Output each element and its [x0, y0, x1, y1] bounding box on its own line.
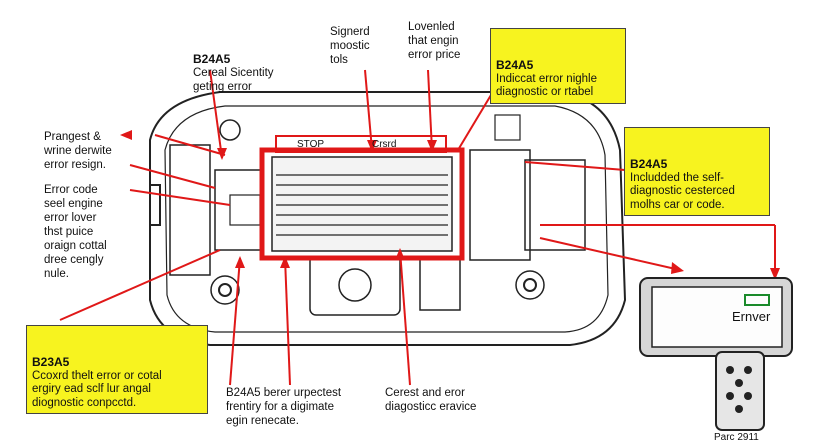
- callout-bottom-right: Cerest and eror diagosticc eravice: [385, 387, 477, 413]
- callout-code: B24A5: [496, 58, 534, 72]
- engine-block: [259, 135, 465, 261]
- part-number-label: Parc 2911: [714, 432, 759, 443]
- callout-top-mid: Signerd moostic tols: [330, 26, 370, 66]
- engine-label-stop: STOP: [297, 139, 325, 150]
- obd-scanner: [639, 277, 793, 431]
- callout-text: Cereal Sicentity geting error: [193, 67, 274, 93]
- callout-top-right: Lovenled that engin error price: [408, 21, 461, 61]
- callout-left-mid: Error code seel engine error lover thst …: [44, 184, 107, 280]
- callout-code: B24A5: [193, 52, 231, 66]
- callout-code: B23A5: [32, 355, 70, 369]
- engine-label-right: Crsrd: [372, 139, 397, 150]
- callout-text: Ccoxrd thelt error or cotal ergiry ead s…: [32, 369, 162, 409]
- callout-text: Indiccat error nighle diagnostic or rtab…: [496, 72, 597, 99]
- callout-code: B24A5: [630, 157, 668, 171]
- callout-bottom-mid: B24A5 berer urpectest frentiry for a dig…: [226, 387, 342, 427]
- callout-left-upper: Prangest & wrine derwite error resign.: [44, 131, 112, 171]
- scanner-screen-text: Ernver: [732, 309, 771, 324]
- callout-text: Includded the self- diagnostic cesterced…: [630, 171, 735, 211]
